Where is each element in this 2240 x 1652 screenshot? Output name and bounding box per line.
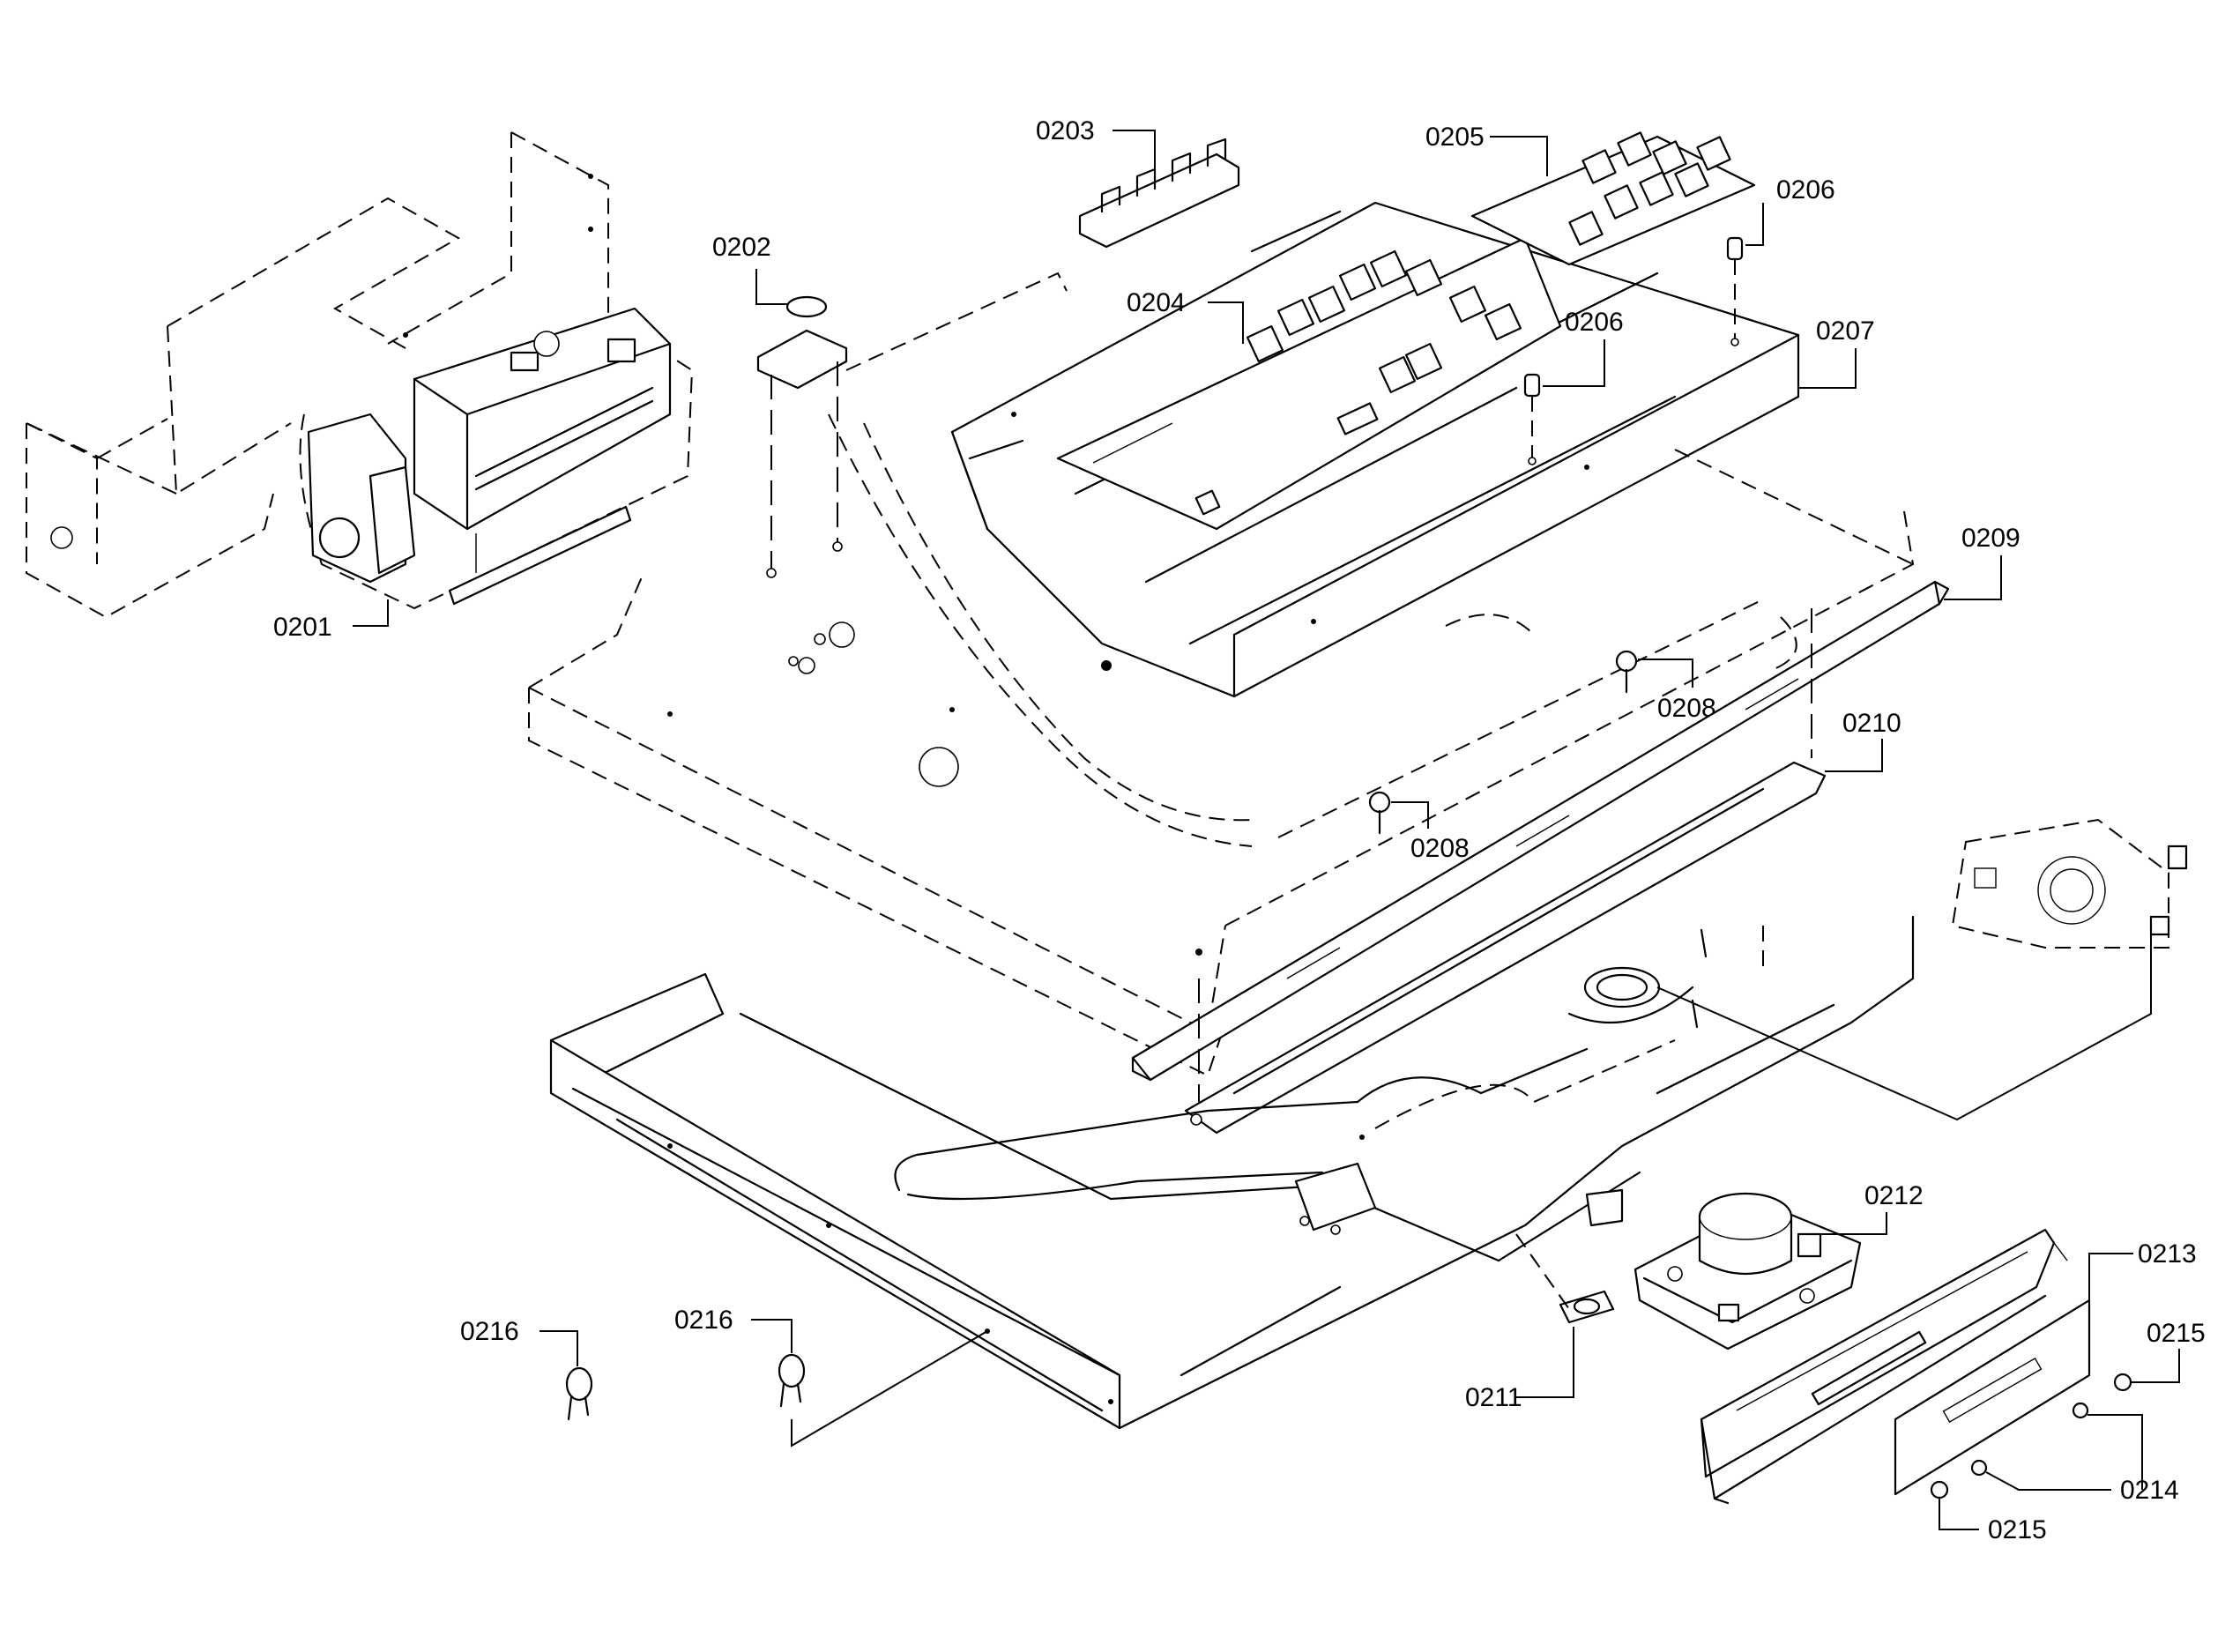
label-0204: 0204 xyxy=(1127,288,1186,317)
leader-0203 xyxy=(1113,130,1156,172)
part-0214-screw-a xyxy=(1970,1402,2089,1477)
oven-top-panel-outline xyxy=(528,272,1915,1077)
label-0206b: 0206 xyxy=(1565,308,1624,337)
part-0216-clip-a xyxy=(565,1366,593,1421)
part-0212-latch-motor xyxy=(1585,1188,1862,1351)
label-0216a: 0216 xyxy=(460,1317,519,1346)
rear-housing-outline xyxy=(26,131,609,619)
part-0206-standoff-b xyxy=(1523,373,1541,465)
label-0208b: 0208 xyxy=(1410,834,1470,863)
leader-0207 xyxy=(1798,348,1857,389)
label-0202: 0202 xyxy=(712,233,771,262)
leader-0202 xyxy=(755,269,789,305)
leader-0210 xyxy=(1825,739,1883,772)
leader-0213 xyxy=(2088,1253,2133,1305)
leader-0211 xyxy=(1516,1327,1574,1398)
label-0207: 0207 xyxy=(1816,316,1875,346)
label-0206a: 0206 xyxy=(1776,175,1835,205)
leader-0206b xyxy=(1543,339,1605,387)
part-0216-clip-b xyxy=(778,1330,988,1447)
leader-0204 xyxy=(1208,301,1244,344)
label-0203: 0203 xyxy=(1036,116,1095,145)
leader-0209 xyxy=(1944,555,2002,600)
part-0215-screw-a xyxy=(2113,1373,2132,1392)
leader-0206a xyxy=(1745,203,1764,246)
label-0215b: 0215 xyxy=(1988,1515,2047,1544)
part-0208-screw-b xyxy=(1368,791,1391,835)
part-0203-terminal-block xyxy=(1078,138,1240,249)
label-0216b: 0216 xyxy=(674,1306,733,1335)
leader-0216b xyxy=(751,1319,793,1353)
part-0201-motor-assembly xyxy=(299,307,694,610)
label-0210: 0210 xyxy=(1842,709,1901,738)
part-0209-front-rail xyxy=(1131,580,1950,1082)
label-0213: 0213 xyxy=(2138,1239,2197,1269)
part-0206-standoff-a xyxy=(1726,236,1744,346)
leader-0212 xyxy=(1820,1212,1887,1235)
leader-0214 xyxy=(1985,1414,2143,1491)
part-0210-lower-rail xyxy=(1184,608,1827,1135)
bottom-chassis xyxy=(549,915,1915,1430)
label-0215a: 0215 xyxy=(2147,1319,2206,1348)
leader-0208b xyxy=(1391,801,1429,829)
part-0202-thermostat xyxy=(756,295,848,578)
part-0215-screw-b xyxy=(1930,1480,1949,1499)
part-0205-relay-board xyxy=(1470,131,1756,266)
leader-0215b xyxy=(1939,1499,1979,1530)
leader-0201 xyxy=(353,599,389,627)
leader-0208a xyxy=(1638,659,1693,688)
label-0205: 0205 xyxy=(1425,123,1485,152)
leader-0216a xyxy=(540,1330,578,1366)
part-0211-thermal-cutoff xyxy=(1515,1233,1615,1324)
leader-0215a xyxy=(2132,1349,2180,1383)
label-0212: 0212 xyxy=(1864,1181,1924,1210)
label-0201: 0201 xyxy=(273,613,332,642)
label-0211: 0211 xyxy=(1465,1383,1522,1412)
label-0209: 0209 xyxy=(1961,524,2020,553)
part-0204-control-board xyxy=(1056,236,1562,531)
part-0213-trim-bracket xyxy=(1700,1228,2091,1505)
side-plate-outline xyxy=(1656,818,2188,1121)
label-0214: 0214 xyxy=(2120,1476,2179,1505)
part-0208-screw-a xyxy=(1615,650,1638,694)
leader-0205 xyxy=(1490,136,1548,176)
